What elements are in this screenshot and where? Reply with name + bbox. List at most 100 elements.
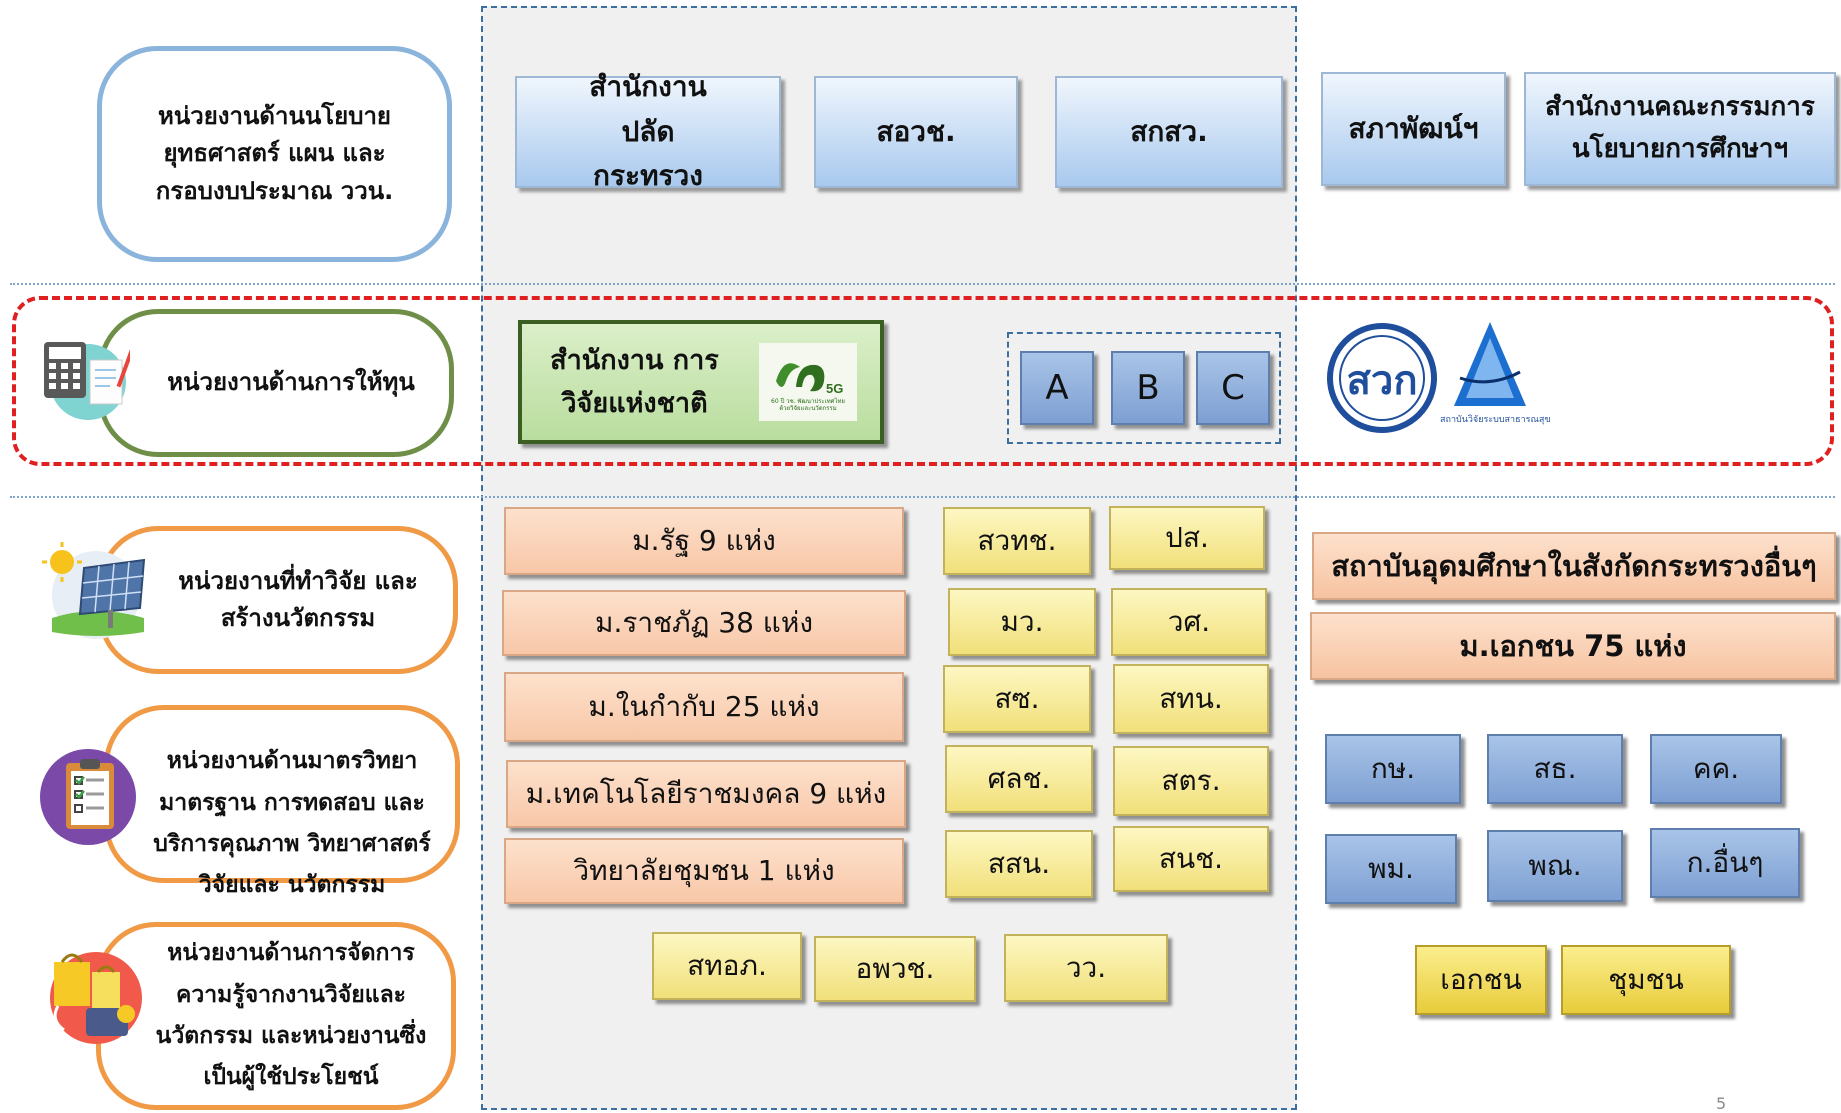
page-number: 5 (1716, 1094, 1727, 1113)
other-ministry-institutions-text: สถาบันอุดมศึกษาในสังกัดกระทรวงอื่นๆ (1331, 549, 1817, 583)
university-rajabhat-box: ม.ราชภัฏ 38 แห่ง (502, 590, 906, 656)
separator-policy-funding (10, 283, 1835, 285)
ministry-commerce-text: พณ. (1528, 849, 1582, 882)
university-state-box: ม.รัฐ 9 แห่ง (504, 507, 904, 575)
funding-category-label: หน่วยงานด้านการให้ทุน (98, 309, 454, 457)
nrct-text: สำนักงาน การวิจัยแห่งชาติ (550, 344, 719, 419)
unit-nstda-text: สวทช. (977, 524, 1057, 557)
calculator-icon (38, 330, 136, 422)
ministry-social-text: พม. (1368, 852, 1414, 885)
unit-gistda-text: สทอภ. (687, 949, 767, 982)
education-council-box: สำนักงานคณะกรรมการ นโยบายการศึกษาฯ (1524, 72, 1836, 186)
unit-hii-box: สสน. (945, 830, 1093, 898)
unit-narit-text: สตร. (1161, 764, 1221, 797)
university-state-text: ม.รัฐ 9 แห่ง (632, 524, 776, 557)
unit-nstda-box: สวทช. (943, 507, 1091, 575)
community-box: ชุมชน (1561, 945, 1731, 1015)
ministry-commerce-box: พณ. (1487, 830, 1623, 902)
university-autonomous-box: ม.ในกำกับ 25 แห่ง (504, 672, 904, 742)
ministry-agriculture-box: กษ. (1325, 734, 1461, 804)
office-permanent-secretary-text: สำนักงาน ปลัดกระทรวง (589, 69, 707, 193)
unit-sorlorchor-text: ศลช. (987, 762, 1051, 795)
unit-tint-text: สทน. (1159, 682, 1223, 715)
sapha-text: สภาพัฒน์ฯ (1348, 112, 1479, 145)
checklist-icon (36, 745, 140, 849)
private-sector-text: เอกชน (1440, 963, 1522, 996)
unit-slri-text: สซ. (994, 682, 1040, 715)
pmu-a-box: A (1020, 351, 1094, 425)
unit-nimt-box: มว. (948, 588, 1096, 656)
sapha-box: สภาพัฒน์ฯ (1321, 72, 1506, 186)
research-category-text: หน่วยงานที่ทำวิจัย และสร้างนวัตกรรม (178, 566, 418, 632)
pmu-a-text: A (1045, 368, 1069, 408)
knowledge-category-label: หน่วยงานด้านการจัดการ ความรู้จากงานวิจัย… (96, 922, 456, 1110)
other-ministry-institutions-box: สถาบันอุดมศึกษาในสังกัดกระทรวงอื่นๆ (1312, 532, 1836, 600)
unit-oap-text: ปส. (1165, 521, 1209, 554)
university-rmut-box: ม.เทคโนโลยีราชมงคล 9 แห่ง (506, 760, 906, 828)
unit-slri-box: สซ. (943, 665, 1091, 733)
university-autonomous-text: ม.ในกำกับ 25 แห่ง (588, 690, 820, 723)
pmu-b-box: B (1111, 351, 1185, 425)
funding-highlight-frame (12, 296, 1834, 466)
university-rmut-text: ม.เทคโนโลยีราชมงคล 9 แห่ง (525, 777, 887, 810)
private-universities-box: ม.เอกชน 75 แห่ง (1310, 612, 1836, 680)
policy-category-text: หน่วยงานด้านนโยบาย ยุทธศาสตร์ แผน และ กร… (155, 102, 394, 205)
ministry-transport-text: คค. (1692, 752, 1740, 785)
arda-mark: สวก (1346, 358, 1417, 404)
ministry-others-box: ก.อื่นๆ (1650, 828, 1800, 898)
research-category-label: หน่วยงานที่ทำวิจัย และสร้างนวัตกรรม (98, 526, 458, 674)
unit-tistr-box: วว. (1004, 934, 1168, 1002)
nrct-logo-5g: 5G (826, 381, 843, 396)
unit-oap-box: ปส. (1109, 506, 1265, 570)
arda-logo: สวก (1322, 322, 1442, 434)
university-rajabhat-text: ม.ราชภัฏ 38 แห่ง (595, 606, 813, 639)
community-text: ชุมชน (1608, 963, 1684, 996)
metrology-category-label: หน่วยงานด้านมาตรวิทยา มาตรฐาน การทดสอบ แ… (104, 705, 460, 898)
policy-category-label: หน่วยงานด้านนโยบาย ยุทธศาสตร์ แผน และ กร… (97, 46, 452, 262)
private-universities-text: ม.เอกชน 75 แห่ง (1459, 629, 1687, 663)
nrct-box: สำนักงาน การวิจัยแห่งชาติ 5G 60 ปี วช. พ… (518, 320, 884, 444)
pmu-c-text: C (1221, 368, 1245, 408)
unit-dss-box: วศ. (1111, 588, 1267, 656)
hsri-caption: สถาบันวิจัยระบบสาธารณสุข (1440, 415, 1551, 425)
ministry-agriculture-text: กษ. (1370, 752, 1416, 785)
ministry-public-health-box: สธ. (1487, 734, 1623, 804)
shopping-bags-icon (40, 940, 148, 1048)
nrct-leaf-icon: 5G (776, 363, 843, 396)
community-college-box: วิทยาลัยชุมชน 1 แห่ง (504, 838, 904, 904)
sorwch-box: สอวช. (814, 76, 1018, 188)
ministry-public-health-text: สธ. (1533, 752, 1577, 785)
unit-tint-box: สทน. (1113, 664, 1269, 734)
ministry-others-text: ก.อื่นๆ (1686, 846, 1764, 879)
community-college-text: วิทยาลัยชุมชน 1 แห่ง (573, 854, 835, 887)
sorwch-text: สอวช. (876, 115, 956, 148)
knowledge-category-text: หน่วยงานด้านการจัดการ ความรู้จากงานวิจัย… (155, 940, 427, 1091)
pmu-c-box: C (1196, 351, 1270, 425)
separator-funding-research (10, 496, 1835, 498)
hsri-logo: สถาบันวิจัยระบบสาธารณสุข (1440, 318, 1550, 434)
metrology-category-text: หน่วยงานด้านมาตรวิทยา มาตรฐาน การทดสอบ แ… (153, 748, 431, 899)
unit-nsm-text: อพวช. (855, 952, 935, 985)
sks-text: สกสว. (1130, 115, 1208, 148)
funding-category-text: หน่วยงานด้านการให้ทุน (167, 368, 415, 397)
education-council-text: สำนักงานคณะกรรมการ นโยบายการศึกษาฯ (1545, 92, 1815, 164)
solar-panel-icon (40, 540, 152, 640)
office-permanent-secretary-box: สำนักงาน ปลัดกระทรวง (515, 70, 781, 192)
pmu-b-text: B (1136, 368, 1160, 408)
nrct-logo: 5G 60 ปี วช. พัฒนาประเทศไทย ด้วยวิจัยและ… (759, 343, 857, 421)
unit-tistr-text: วว. (1065, 951, 1107, 984)
unit-gistda-box: สทอภ. (652, 932, 802, 1000)
program-units-frame (1007, 332, 1281, 444)
ministry-transport-box: คค. (1650, 734, 1782, 804)
unit-dss-text: วศ. (1167, 605, 1211, 638)
sks-box: สกสว. (1055, 76, 1283, 188)
unit-nia-box: สนช. (1113, 826, 1269, 892)
unit-nsm-box: อพวช. (814, 936, 976, 1002)
unit-nia-text: สนช. (1158, 842, 1224, 875)
private-sector-box: เอกชน (1415, 945, 1547, 1015)
unit-narit-box: สตร. (1113, 746, 1269, 816)
unit-nimt-text: มว. (1000, 605, 1044, 638)
unit-sorlorchor-box: ศลช. (945, 745, 1093, 813)
ministry-social-box: พม. (1325, 834, 1457, 904)
nrct-logo-caption: 60 ปี วช. พัฒนาประเทศไทย ด้วยวิจัยและนวั… (771, 398, 845, 412)
